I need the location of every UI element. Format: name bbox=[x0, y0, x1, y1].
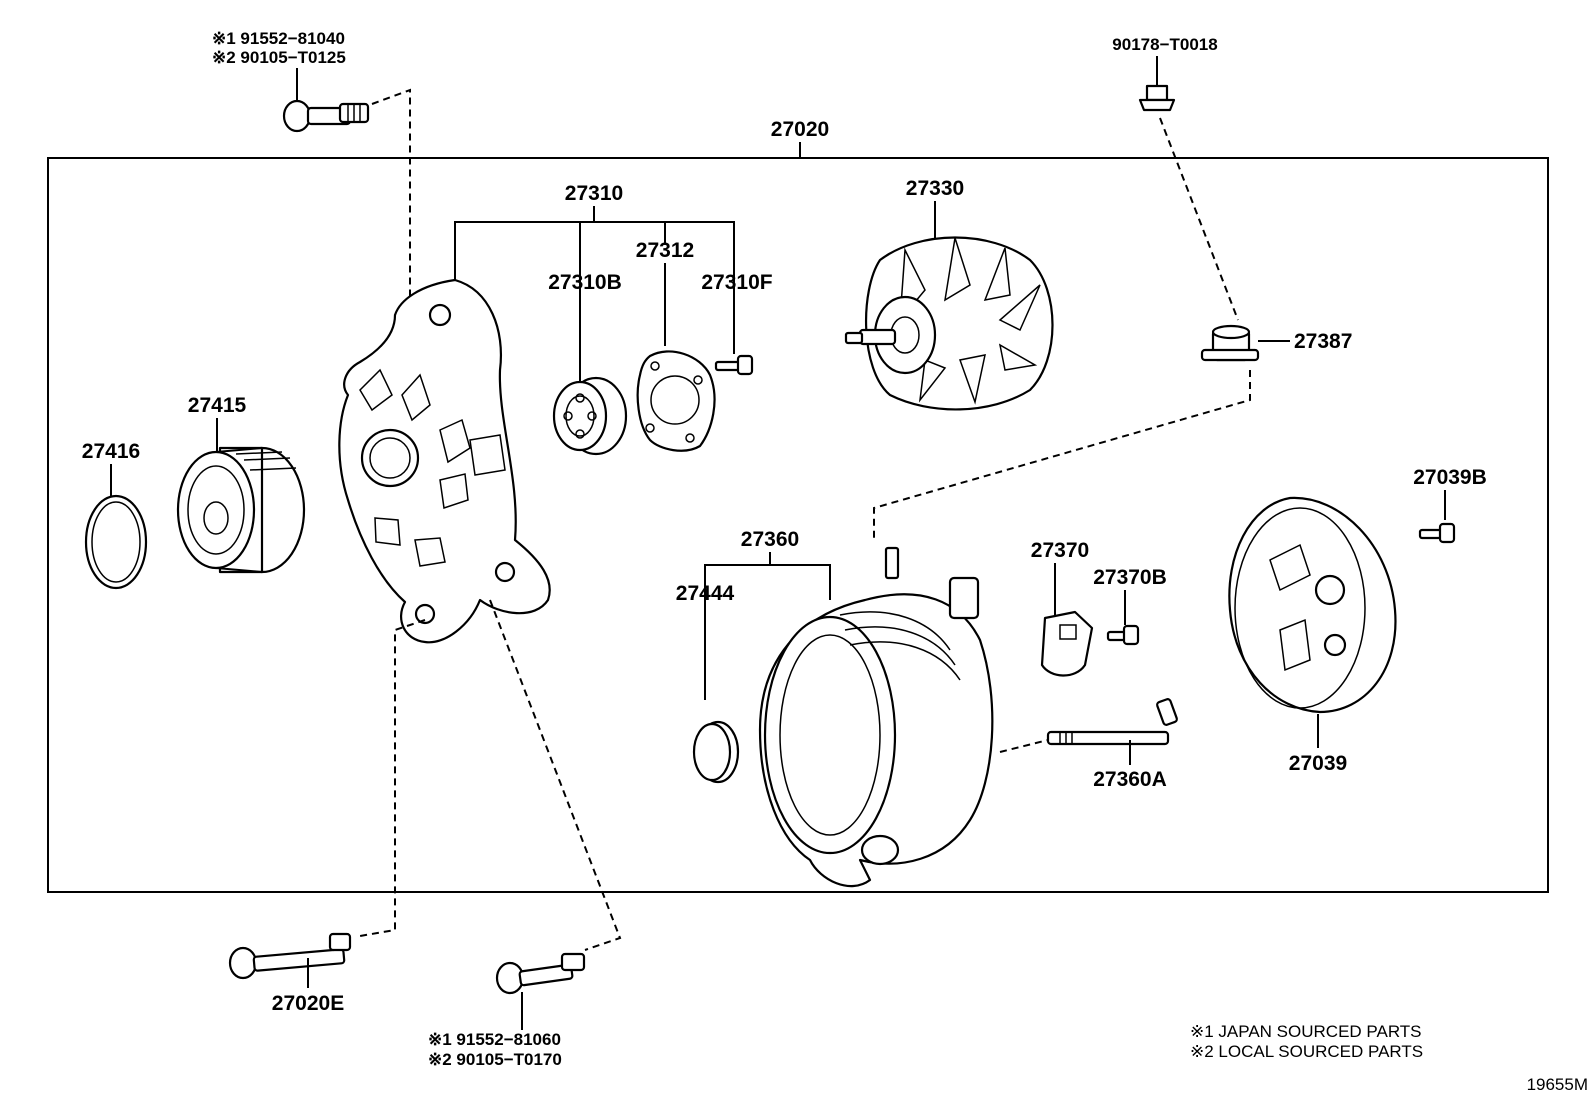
label-27444[interactable]: 27444 bbox=[676, 582, 735, 605]
label-27039[interactable]: 27039 bbox=[1289, 752, 1347, 775]
label-27415[interactable]: 27415 bbox=[188, 394, 247, 417]
label-27312[interactable]: 27312 bbox=[636, 239, 694, 262]
label-27310F[interactable]: 27310F bbox=[701, 271, 772, 294]
rotor-icon[interactable] bbox=[844, 236, 1054, 411]
bolt-bottom-part-1[interactable]: ※1 91552−81060 bbox=[428, 1030, 561, 1049]
label-27310B[interactable]: 27310B bbox=[548, 271, 622, 294]
bearing-icon[interactable] bbox=[552, 376, 628, 456]
screw-27370B-icon[interactable] bbox=[1106, 624, 1140, 646]
screw-icon[interactable] bbox=[714, 354, 754, 376]
label-27360[interactable]: 27360 bbox=[741, 528, 799, 551]
bolt-bottom-icon[interactable] bbox=[495, 952, 586, 995]
label-27039B[interactable]: 27039B bbox=[1413, 466, 1487, 489]
label-27310[interactable]: 27310 bbox=[565, 182, 623, 205]
through-bolt-icon[interactable] bbox=[1046, 698, 1178, 746]
drive-end-frame-icon[interactable] bbox=[338, 278, 551, 644]
ring-icon[interactable] bbox=[84, 494, 148, 590]
brush-holder-icon[interactable] bbox=[1040, 610, 1094, 677]
legend-note-1: ※1 JAPAN SOURCED PARTS bbox=[1190, 1022, 1422, 1041]
label-27387[interactable]: 27387 bbox=[1294, 330, 1352, 353]
label-27020E[interactable]: 27020E bbox=[272, 992, 344, 1015]
screw-27039B-icon[interactable] bbox=[1418, 522, 1456, 544]
nut-icon[interactable] bbox=[1138, 84, 1176, 112]
pulley-icon[interactable] bbox=[176, 446, 306, 574]
label-27370B[interactable]: 27370B bbox=[1093, 566, 1167, 589]
bolt-top-icon[interactable] bbox=[282, 99, 370, 133]
retainer-plate-icon[interactable] bbox=[636, 350, 716, 452]
label-90178-T0018[interactable]: 90178−T0018 bbox=[1112, 35, 1217, 54]
assembly-frame bbox=[47, 157, 1549, 893]
label-27360A[interactable]: 27360A bbox=[1093, 768, 1167, 791]
label-27370[interactable]: 27370 bbox=[1031, 539, 1089, 562]
label-27020[interactable]: 27020 bbox=[771, 118, 829, 141]
bolt-top-part-1[interactable]: ※1 91552−81040 bbox=[212, 29, 345, 48]
stator-frame-icon[interactable] bbox=[758, 546, 994, 888]
bolt-top-part-2[interactable]: ※2 90105−T0125 bbox=[212, 48, 346, 67]
bolt-bottom-part-2[interactable]: ※2 90105−T0170 bbox=[428, 1050, 562, 1069]
legend-note-2: ※2 LOCAL SOURCED PARTS bbox=[1190, 1042, 1423, 1061]
label-27330[interactable]: 27330 bbox=[906, 177, 964, 200]
insulator-icon[interactable] bbox=[1200, 324, 1260, 362]
label-27416[interactable]: 27416 bbox=[82, 440, 140, 463]
bolt-27020E-icon[interactable] bbox=[228, 932, 352, 980]
rear-cover-icon[interactable] bbox=[1228, 496, 1397, 714]
bushing-icon[interactable] bbox=[692, 720, 740, 784]
diagram-id: 19655M bbox=[1527, 1075, 1588, 1094]
